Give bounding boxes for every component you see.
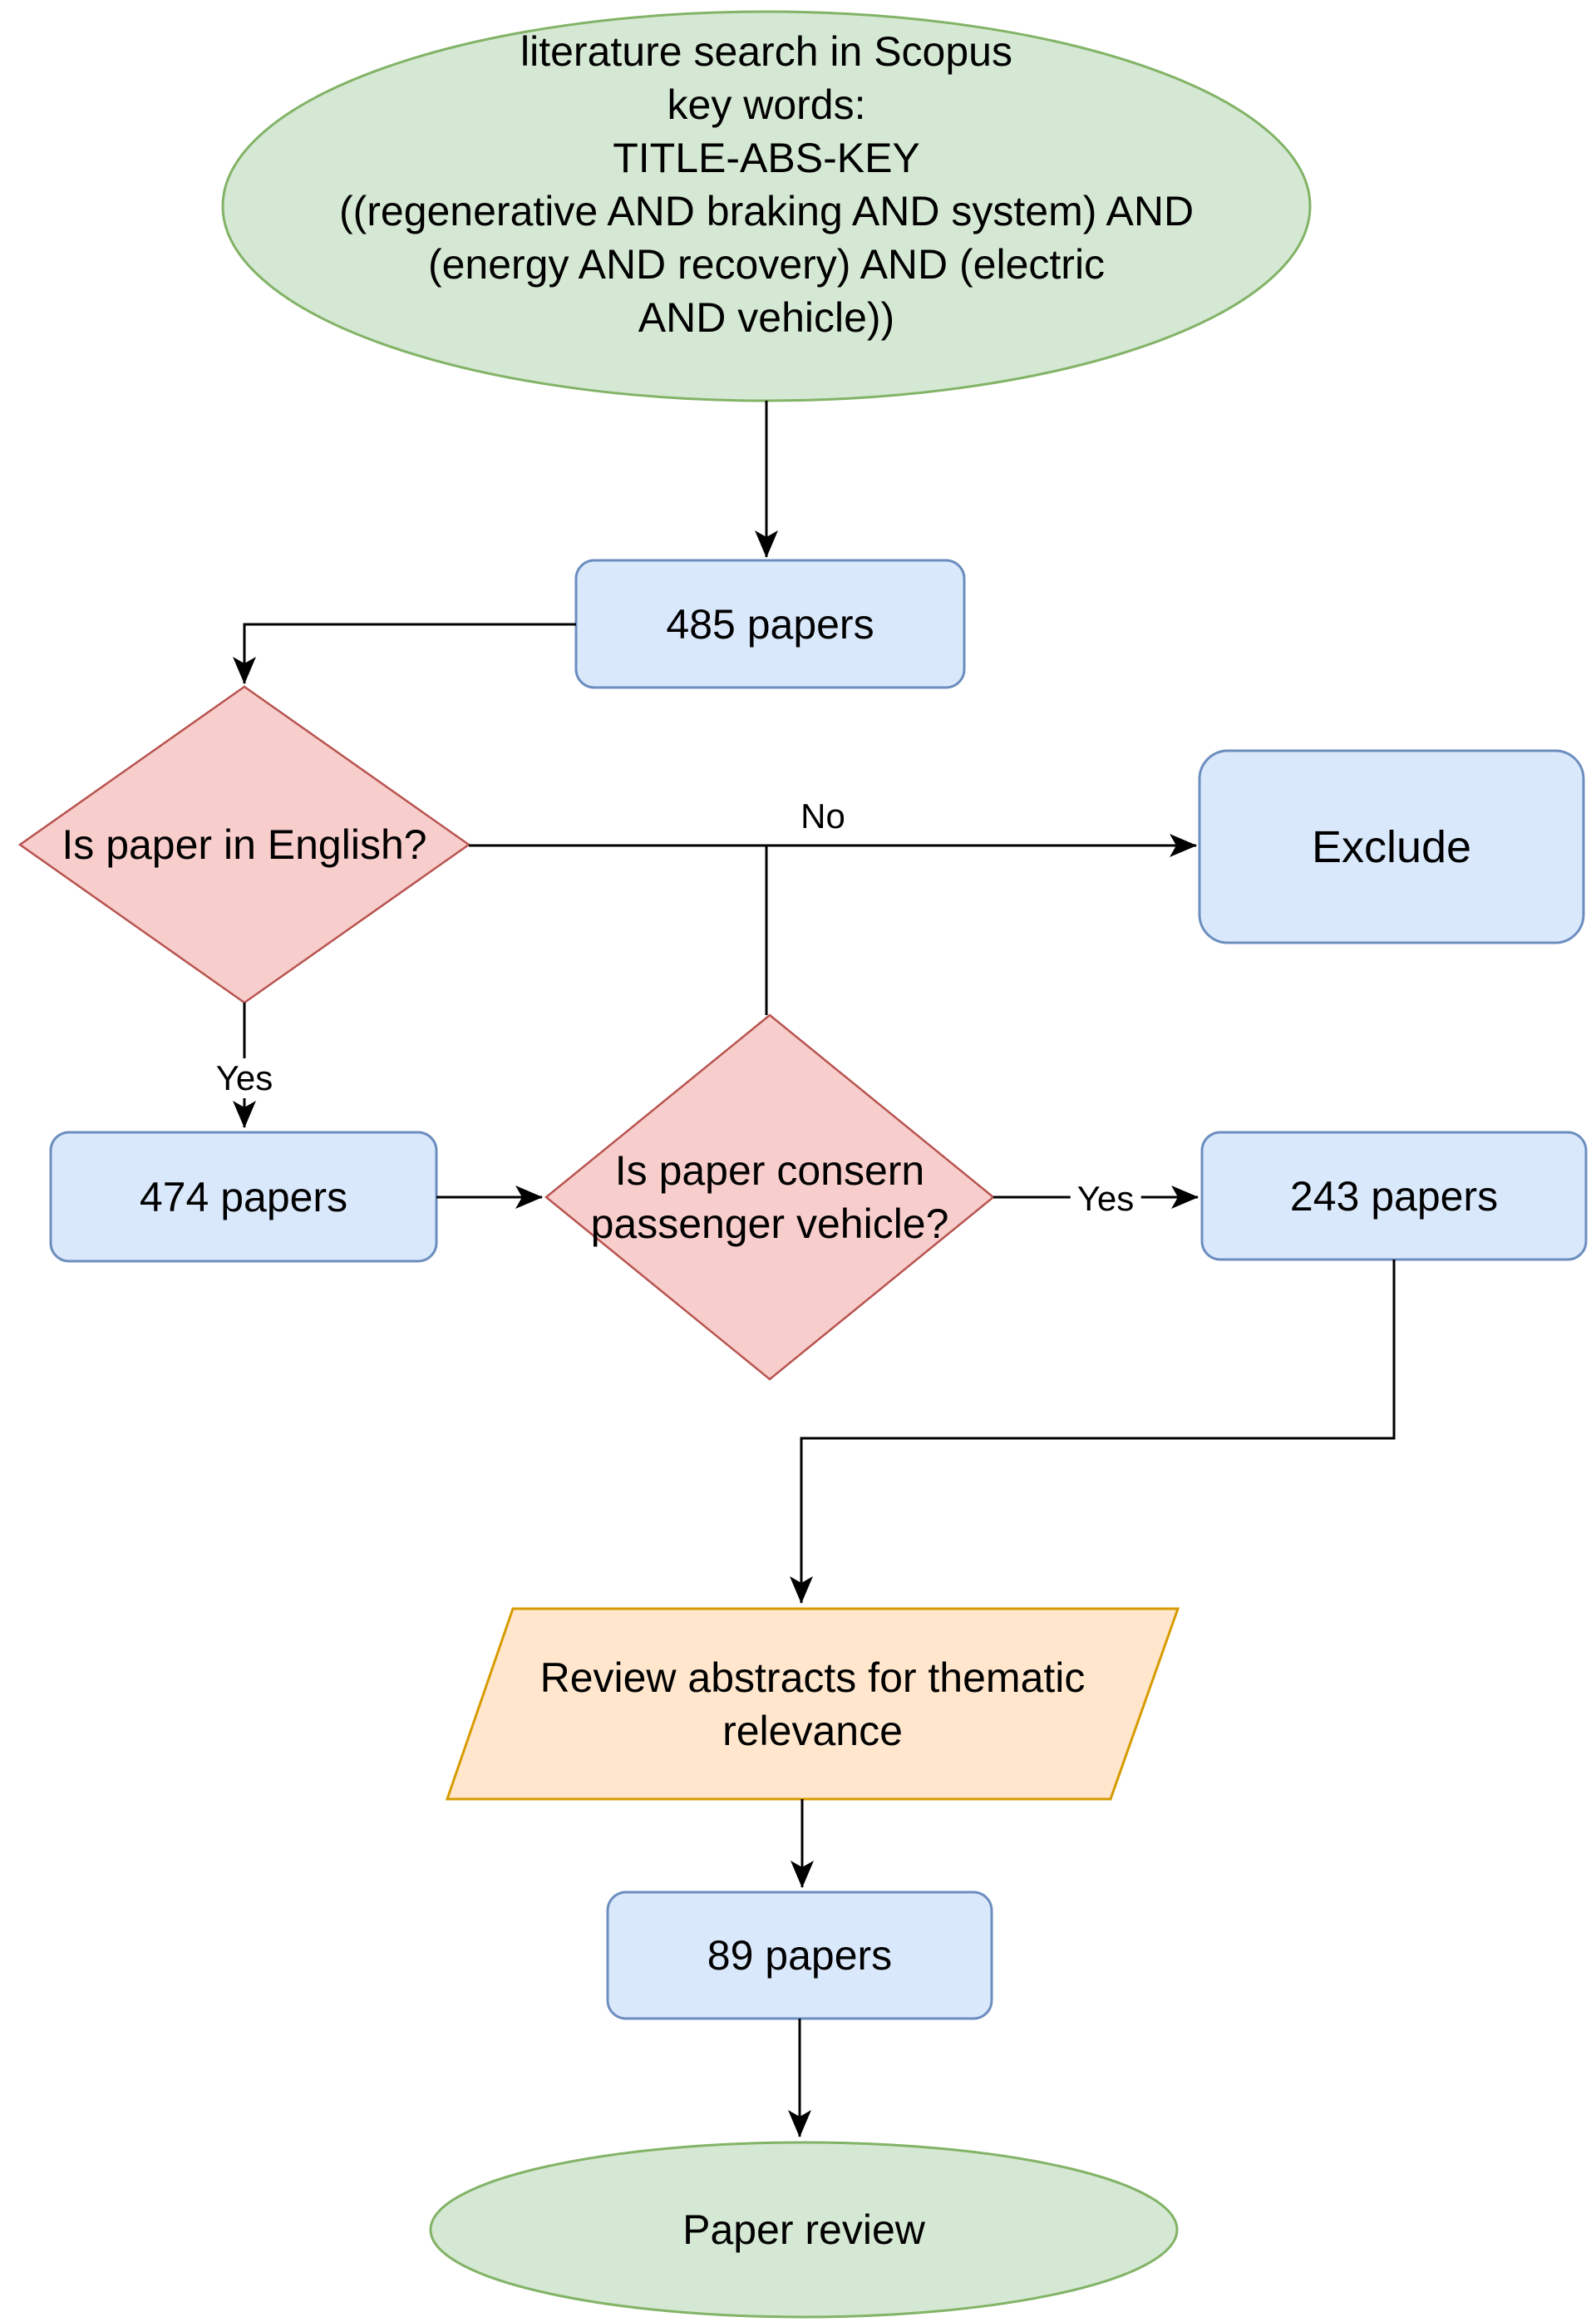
- start-ellipse: [221, 10, 1312, 402]
- connector-485-to-english: [233, 623, 576, 684]
- papers-485-box: [574, 559, 966, 689]
- end-ellipse: [429, 2141, 1179, 2319]
- passenger-decision-diamond: [544, 1013, 995, 1381]
- papers-474-box: [49, 1131, 438, 1263]
- connector-243-to-review: [790, 1260, 1396, 1604]
- english-decision-diamond: [17, 685, 471, 1004]
- papers-243-box: [1200, 1131, 1588, 1261]
- review-abstracts-parallelogram: [445, 1607, 1180, 1801]
- exclude-box: [1198, 749, 1585, 944]
- papers-89-box: [606, 1891, 993, 2020]
